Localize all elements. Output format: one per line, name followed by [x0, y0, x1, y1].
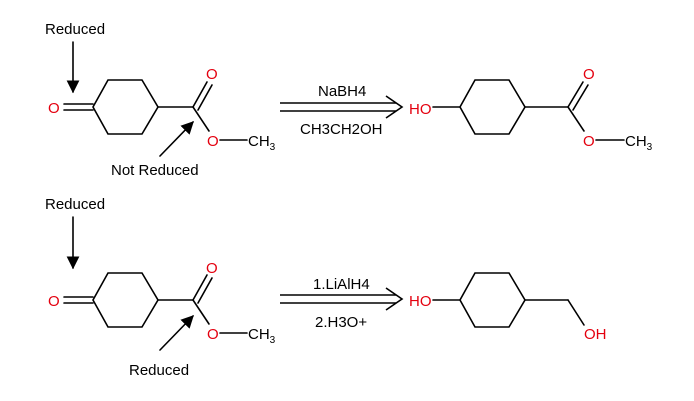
product-1-carbonyl-oxygen: O	[583, 66, 595, 83]
reduced-label-2: Reduced	[45, 196, 105, 213]
not-reduced-label: Not Reduced	[111, 162, 199, 179]
reactant-1-ether-oxygen: O	[207, 133, 219, 150]
product-2-ring	[459, 272, 526, 328]
reactant-2-structure: O O O CH3	[48, 260, 276, 346]
reactant-2-ether-oxygen: O	[207, 326, 219, 343]
product-2-alcohol: OH	[584, 326, 607, 343]
reactant-1-methyl: CH3	[248, 133, 276, 153]
product-2-hydroxyl: HO	[409, 293, 432, 310]
product-1-methyl: CH3	[625, 133, 653, 153]
reagent-lialh4: 1.LiAlH4	[313, 276, 370, 293]
reactant-1-carbonyl-oxygen: O	[206, 66, 218, 83]
reactant-1-structure: O O O CH3	[48, 66, 276, 153]
reactant-1-ring	[92, 79, 159, 135]
reactant-2-methyl: CH3	[248, 326, 276, 346]
product-1-hydroxyl: HO	[409, 101, 432, 118]
reagent-h3o: 2.H3O+	[315, 314, 367, 331]
reaction-2: Reduced O O O CH3 Reduced 1.LiAl	[45, 196, 607, 379]
solvent-ethanol: CH3CH2OH	[300, 121, 383, 138]
reagent-nabh4: NaBH4	[318, 83, 366, 100]
not-reduced-arrow	[159, 121, 194, 157]
product-2-structure: HO OH	[409, 272, 607, 343]
reaction-1: Reduced O O O CH3 Not Reduced	[45, 21, 653, 179]
product-1-ring	[459, 79, 526, 135]
reaction-arrow-1	[280, 95, 404, 119]
reactant-2-ring	[92, 272, 159, 328]
reactant-2-ketone-oxygen: O	[48, 293, 60, 310]
reactant-2-carbonyl-oxygen: O	[206, 260, 218, 277]
ester-reduced-label: Reduced	[129, 362, 189, 379]
product-1-structure: HO O O CH3	[409, 66, 653, 153]
product-1-ether-oxygen: O	[583, 133, 595, 150]
reaction-arrow-2	[280, 287, 404, 311]
reactant-1-ketone-oxygen: O	[48, 100, 60, 117]
ester-reduced-arrow	[159, 315, 194, 351]
reduced-label-1: Reduced	[45, 21, 105, 38]
